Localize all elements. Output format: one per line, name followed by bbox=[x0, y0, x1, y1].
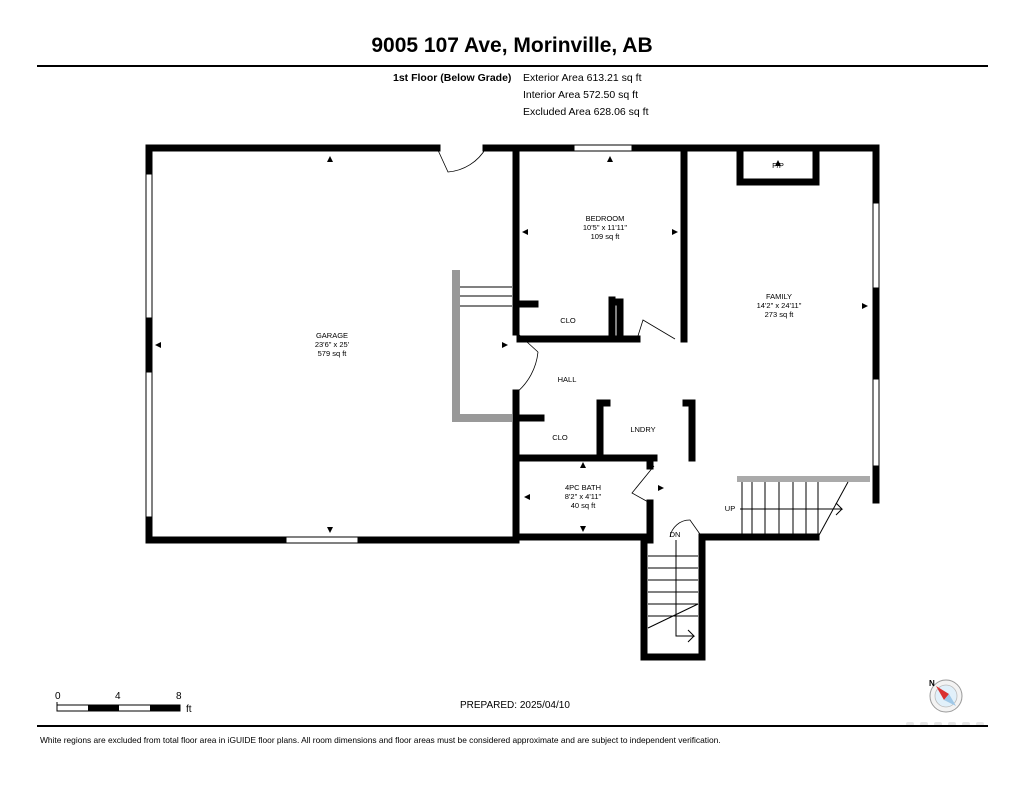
excluded-area: Excluded Area 628.06 sq ft bbox=[523, 106, 649, 118]
hall-closet-label: CLO bbox=[552, 433, 568, 442]
exterior-area: Exterior Area 613.21 sq ft bbox=[523, 72, 642, 84]
scale-bar bbox=[56, 702, 181, 712]
scale-unit: ft bbox=[186, 704, 192, 715]
page-title: 9005 107 Ave, Morinville, AB bbox=[371, 34, 653, 57]
compass-icon: N bbox=[929, 679, 963, 713]
family-area: 273 sq ft bbox=[765, 310, 795, 319]
bath-label: 4PC BATH bbox=[565, 483, 601, 492]
garage-label: GARAGE bbox=[316, 331, 348, 340]
scale-tick-4: 4 bbox=[115, 691, 121, 702]
garage-steps bbox=[460, 286, 512, 307]
floor-label: 1st Floor (Below Grade) bbox=[393, 72, 512, 84]
stairs-up-label: UP bbox=[725, 504, 735, 513]
scale-tick-0: 0 bbox=[55, 691, 61, 702]
bath-area: 40 sq ft bbox=[571, 501, 597, 510]
fireplace-label: F/P bbox=[772, 161, 784, 170]
footer-divider bbox=[37, 725, 988, 727]
family-dims: 14'2" x 24'11" bbox=[757, 301, 802, 310]
laundry-label: LNDRY bbox=[630, 425, 655, 434]
bath-dims: 8'2" x 4'11" bbox=[565, 492, 602, 501]
room-labels: GARAGE 23'6" x 25' 579 sq ft BEDROOM 10'… bbox=[315, 161, 802, 539]
bedroom-dims: 10'5" x 11'11" bbox=[583, 223, 628, 232]
hall-label: HALL bbox=[558, 375, 577, 384]
stairs-up bbox=[740, 481, 849, 538]
prepared-date: PREPARED: 2025/04/10 bbox=[460, 700, 570, 711]
scale-tick-8: 8 bbox=[176, 691, 182, 702]
walls bbox=[145, 144, 880, 661]
dimension-markers bbox=[155, 156, 868, 533]
garage-landing-wall bbox=[452, 270, 512, 422]
windows bbox=[145, 144, 880, 544]
bedroom-label: BEDROOM bbox=[586, 214, 625, 223]
garage-area: 579 sq ft bbox=[318, 349, 348, 358]
family-label: FAMILY bbox=[766, 292, 792, 301]
bedroom-area: 109 sq ft bbox=[591, 232, 621, 241]
stairs-down bbox=[647, 540, 699, 643]
footer-disclaimer: White regions are excluded from total fl… bbox=[40, 735, 721, 745]
compass-north-label: N bbox=[929, 679, 935, 688]
interior-area: Interior Area 572.50 sq ft bbox=[523, 89, 638, 101]
stairs-down-label: DN bbox=[670, 530, 681, 539]
bedroom-closet-label: CLO bbox=[560, 316, 576, 325]
header-divider bbox=[37, 65, 988, 67]
garage-dims: 23'6" x 25' bbox=[315, 340, 350, 349]
doors bbox=[436, 147, 703, 538]
